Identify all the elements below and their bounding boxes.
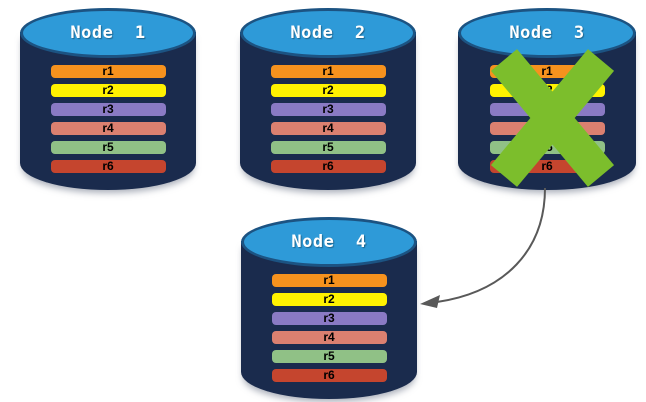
db-node-3: Node 3 r1 r2 r3 r4 r5 r6 — [458, 8, 636, 190]
replica-row-r4: r4 — [271, 331, 387, 344]
replica-row-r1: r1 — [271, 274, 387, 287]
db-node-2: Node 2 r1 r2 r3 r4 r5 r6 — [240, 8, 416, 190]
db-node-4: Node 4 r1 r2 r3 r4 r5 r6 — [241, 217, 417, 399]
replica-rows: r1 r2 r3 r4 r5 r6 — [20, 65, 196, 173]
replica-row-r5: r5 — [50, 141, 166, 154]
replica-row-r1: r1 — [50, 65, 166, 78]
replica-row-r2: r2 — [489, 84, 605, 97]
replica-row-r6: r6 — [489, 160, 605, 173]
replica-row-r3: r3 — [489, 103, 605, 116]
cylinder-top: Node 4 — [241, 217, 417, 267]
replica-row-r3: r3 — [50, 103, 166, 116]
replica-row-r6: r6 — [50, 160, 166, 173]
node-title: Node 4 — [291, 232, 367, 252]
replica-row-r3: r3 — [270, 103, 386, 116]
replica-row-r6: r6 — [270, 160, 386, 173]
node-title: Node 1 — [70, 23, 146, 43]
cylinder-top: Node 1 — [20, 8, 196, 58]
replica-row-r3: r3 — [271, 312, 387, 325]
replica-row-r5: r5 — [271, 350, 387, 363]
db-node-1: Node 1 r1 r2 r3 r4 r5 r6 — [20, 8, 196, 190]
node-title: Node 3 — [509, 23, 585, 43]
replica-row-r1: r1 — [489, 65, 605, 78]
replica-rows: r1 r2 r3 r4 r5 r6 — [458, 65, 636, 173]
cylinder-top: Node 2 — [240, 8, 416, 58]
arrowhead-icon — [420, 295, 440, 308]
replica-rows: r1 r2 r3 r4 r5 r6 — [240, 65, 416, 173]
replica-row-r5: r5 — [489, 141, 605, 154]
node-title: Node 2 — [290, 23, 366, 43]
replica-row-r4: r4 — [50, 122, 166, 135]
replica-row-r5: r5 — [270, 141, 386, 154]
replica-rows: r1 r2 r3 r4 r5 r6 — [241, 274, 417, 382]
replica-row-r2: r2 — [270, 84, 386, 97]
replica-row-r1: r1 — [270, 65, 386, 78]
cylinder-top: Node 3 — [458, 8, 636, 58]
replica-row-r6: r6 — [271, 369, 387, 382]
replica-row-r2: r2 — [271, 293, 387, 306]
replica-row-r4: r4 — [489, 122, 605, 135]
replica-row-r4: r4 — [270, 122, 386, 135]
replica-row-r2: r2 — [50, 84, 166, 97]
